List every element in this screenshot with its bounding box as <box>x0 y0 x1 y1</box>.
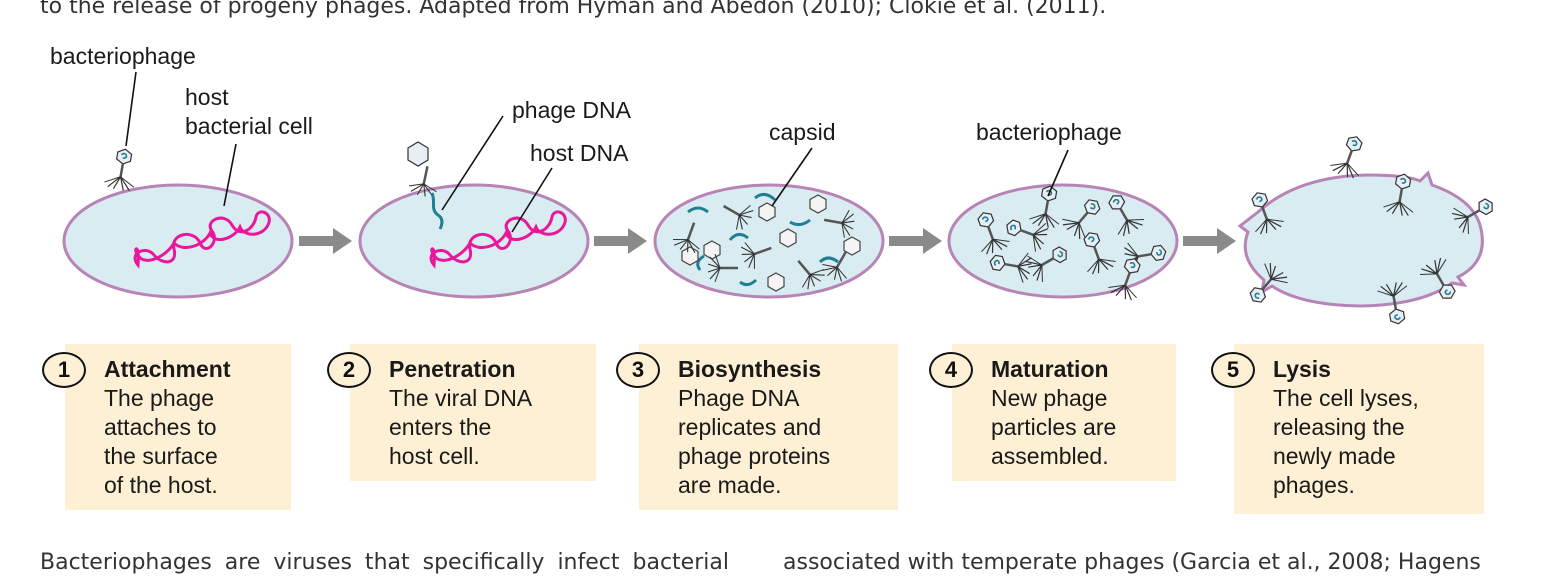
step-1-box <box>65 344 291 510</box>
leader-bacteriophage-2 <box>1047 149 1069 197</box>
step-3-box <box>639 344 898 510</box>
step-1-title: Attachment <box>104 356 231 382</box>
cell-biosynthesis <box>653 183 885 299</box>
step-5-title: Lysis <box>1273 356 1331 382</box>
step-5-line: releasing the <box>1273 414 1405 440</box>
step-3-line: phage proteins <box>678 443 831 469</box>
step-3-line: are made. <box>678 472 782 498</box>
cell-maturation <box>947 182 1179 304</box>
step-1-line: The phage <box>104 385 214 411</box>
label-phage-dna: phage DNA <box>512 97 632 123</box>
arrow-3-4 <box>889 228 942 254</box>
label-bacteriophage-1: bacteriophage <box>50 43 196 69</box>
arrow-1-2 <box>299 228 352 254</box>
step-2-text: Penetration The viral DNA enters the hos… <box>389 355 532 471</box>
figure-caption: to the release of progeny phages. Adapte… <box>40 0 1107 19</box>
step-2-line: host cell. <box>389 443 480 469</box>
cell-attachment <box>62 145 294 299</box>
step-4-text: Maturation New phage particles are assem… <box>991 355 1116 471</box>
leader-bacteriophage-1 <box>125 71 137 147</box>
step-2-line: enters the <box>389 414 492 440</box>
cell-penetration <box>358 141 590 299</box>
leader-host-cell <box>223 143 237 207</box>
label-bacteriophage-2: bacteriophage <box>976 119 1122 145</box>
label-capsid: capsid <box>769 119 835 145</box>
step-5-line: phages. <box>1273 472 1355 498</box>
step-5-line: newly made <box>1273 443 1396 469</box>
step-1-number: 1 <box>42 352 86 388</box>
arrow-4-5 <box>1183 228 1236 254</box>
leader-phage-dna <box>441 115 504 211</box>
step-4-box <box>952 344 1176 481</box>
step-4-line: assembled. <box>991 443 1109 469</box>
step-5-line: The cell lyses, <box>1273 385 1419 411</box>
step-3-line: Phage DNA <box>678 385 800 411</box>
leader-capsid <box>771 147 813 207</box>
step-2-line: The viral DNA <box>389 385 533 411</box>
step-4-line: particles are <box>991 414 1117 440</box>
cell-lysis <box>1237 130 1501 328</box>
step-1-line: of the host. <box>104 472 218 498</box>
step-2-title: Penetration <box>389 356 516 382</box>
label-host: host <box>185 84 229 110</box>
step-4-title: Maturation <box>991 356 1109 382</box>
step-5-number: 5 <box>1211 352 1255 388</box>
label-bacterial-cell: bacterial cell <box>185 113 313 139</box>
step-4-line: New phage <box>991 385 1108 411</box>
step-2-number: 2 <box>327 352 371 388</box>
step-1-line: attaches to <box>104 414 217 440</box>
step-3-text: Biosynthesis Phage DNA replicates and ph… <box>678 355 830 500</box>
step-1-text: Attachment The phage attaches to the sur… <box>104 355 231 500</box>
step-3-number: 3 <box>616 352 660 388</box>
step-2-box <box>350 344 596 481</box>
step-3-title: Biosynthesis <box>678 356 822 382</box>
step-5-box <box>1234 344 1484 514</box>
step-5-text: Lysis The cell lyses, releasing the newl… <box>1273 355 1419 500</box>
leader-host-dna <box>511 167 553 233</box>
host-dna-strand <box>133 210 271 269</box>
arrow-2-3 <box>594 228 647 254</box>
body-text-left: Bacteriophages are viruses that specific… <box>40 550 729 575</box>
step-1-line: the surface <box>104 443 218 469</box>
label-host-dna: host DNA <box>530 140 629 166</box>
step-3-line: replicates and <box>678 414 822 440</box>
step-4-number: 4 <box>929 352 973 388</box>
body-text-right: associated with temperate phages (Garcia… <box>783 550 1481 575</box>
